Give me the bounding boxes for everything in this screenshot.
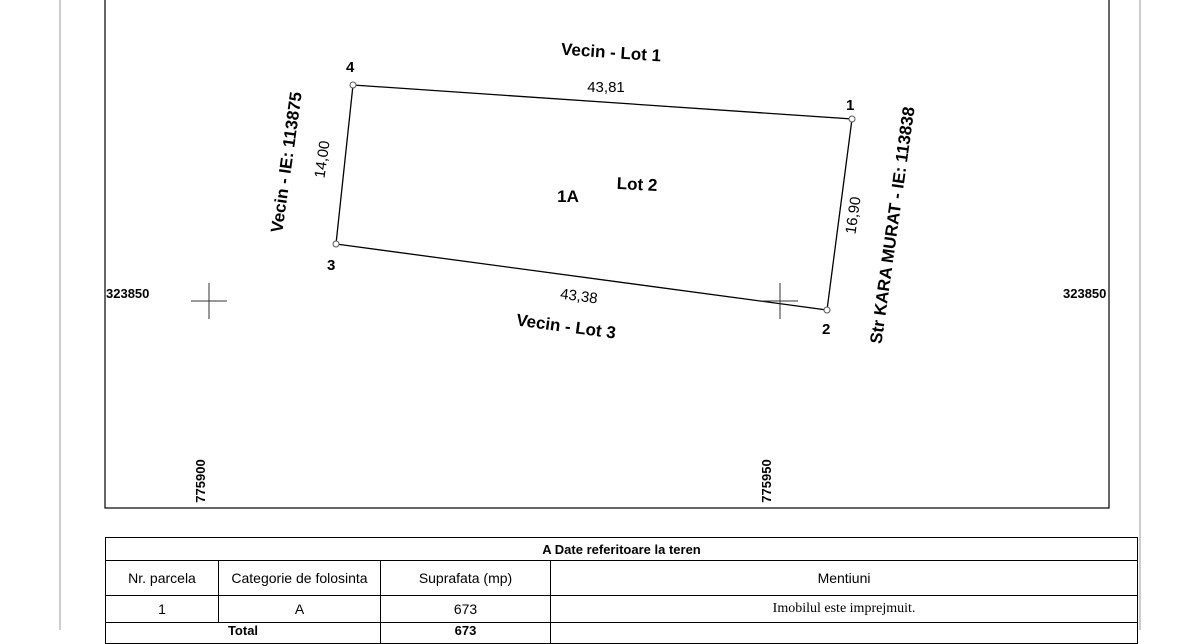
land-data-table-wrapper: A Date referitoare la teren Nr. parcela … [104, 537, 1139, 644]
dimension-right: 16,90 [843, 196, 865, 236]
neighbor-top-label: Vecin - Lot 1 [561, 40, 662, 66]
parcel-label: 1A [557, 187, 579, 206]
vertex-label-4: 4 [346, 59, 355, 76]
cadastral-plan: 4 1 2 3 43,81 43,38 14,00 16,90 Vecin - … [59, 0, 1141, 630]
vertex-label-1: 1 [846, 97, 854, 114]
vertex-marker-1 [848, 115, 856, 123]
vertex-label-2: 2 [822, 321, 830, 338]
header-mentiuni: Mentiuni [549, 560, 1139, 596]
coord-left-y: 323850 [106, 286, 149, 301]
vertex-marker-3 [332, 240, 340, 248]
total-empty [549, 622, 1139, 644]
total-label: Total [105, 622, 381, 644]
table-title-row: A Date referitoare la teren [104, 537, 1139, 561]
dimension-left: 14,00 [312, 140, 334, 180]
cell-nr: 1 [105, 595, 219, 623]
grid-cross-left [191, 283, 227, 319]
land-data-table: A Date referitoare la teren Nr. parcela … [104, 537, 1139, 644]
cell-mentiuni: Imobilul este imprejmuit. [549, 595, 1139, 623]
neighbor-bottom-label: Vecin - Lot 3 [515, 310, 617, 342]
table-header-row: Nr. parcela Categorie de folosinta Supra… [105, 560, 1139, 596]
neighbor-left-label: Vecin - IE: 113875 [267, 91, 306, 234]
coord-right-y: 323850 [1063, 286, 1106, 301]
table-total-row: Total 673 [105, 622, 1139, 644]
cell-categorie: A [218, 595, 381, 623]
vertex-label-3: 3 [327, 257, 335, 274]
dimension-bottom: 43,38 [559, 286, 598, 308]
lot-label: Lot 2 [616, 174, 658, 195]
vertex-marker-2 [823, 306, 831, 314]
drawing-frame [104, 0, 1110, 509]
table-row: 1 A 673 Imobilul este imprejmuit. [105, 595, 1139, 623]
header-nr-parcela: Nr. parcela [105, 560, 219, 596]
cell-suprafata: 673 [380, 595, 551, 623]
grid-cross-right [762, 283, 798, 319]
coord-x-right: 775950 [759, 459, 774, 502]
dimension-top: 43,81 [587, 79, 625, 96]
header-suprafata: Suprafata (mp) [380, 560, 551, 596]
header-categorie: Categorie de folosinta [218, 560, 381, 596]
vertex-marker-4 [349, 81, 357, 89]
total-value: 673 [380, 622, 551, 644]
neighbor-right-label: Str KARA MURAT - IE: 113838 [867, 106, 919, 345]
table-title: A Date referitoare la teren [104, 537, 1139, 561]
coord-x-left: 775900 [193, 459, 208, 502]
parcel-outline [335, 84, 853, 311]
